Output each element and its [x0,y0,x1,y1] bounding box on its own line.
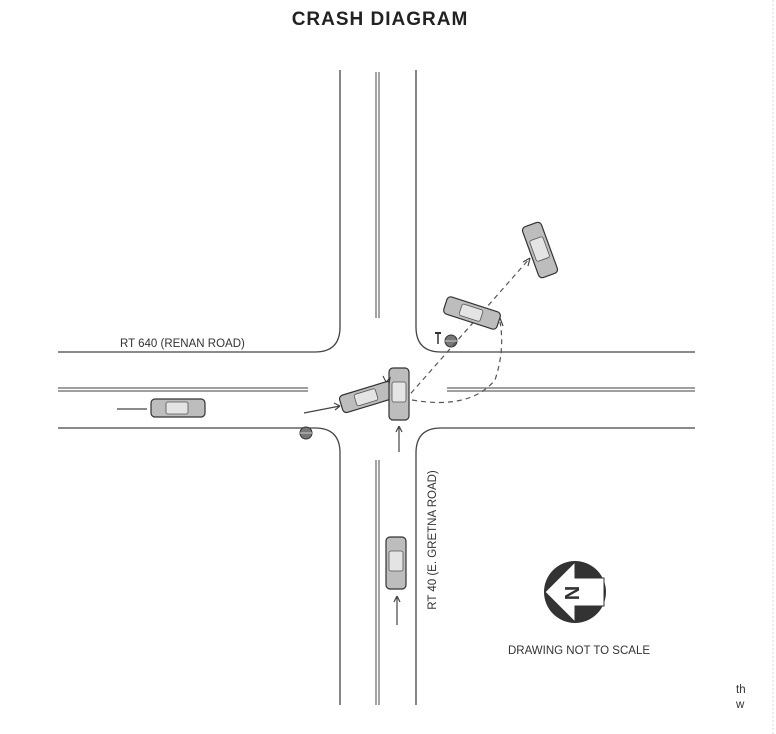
north-arrow-icon: N [544,560,606,624]
vehicle-5 [521,221,559,279]
svg-text:N: N [562,586,584,600]
stop-sign-icon [444,334,458,348]
road-edges [58,70,695,705]
vehicle-3-debris-icon [382,375,391,385]
vehicle-4 [443,296,501,330]
road-label-rt640: RT 640 (RENAN ROAD) [120,338,245,350]
stop-sign-icon [299,426,313,440]
signpost-icon [435,332,441,344]
diagram-title: CRASH DIAGRAM [292,9,469,30]
edge-text-fragment: w [735,699,745,711]
vehicle-1 [150,398,206,418]
scale-note: DRAWING NOT TO SCALE [508,645,650,657]
vehicle-2 [338,380,396,414]
vehicle-6 [385,536,407,590]
road-label-rt40: RT 40 (E. GRETNA ROAD) [427,470,439,610]
center-lines [58,72,695,705]
edge-text-fragment: th [736,684,746,696]
vehicle-3 [388,367,410,421]
